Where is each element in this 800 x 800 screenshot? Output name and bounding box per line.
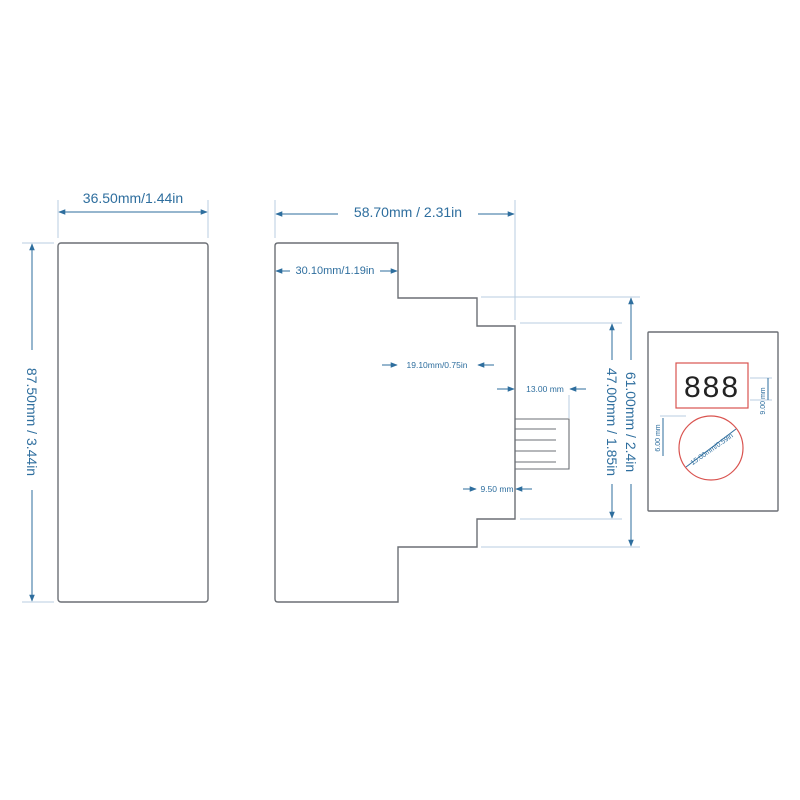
- knob-length-label: 13.00 mm: [526, 384, 564, 394]
- panel-knob-offset-label: 6.00 mm: [655, 424, 662, 451]
- outer-rail-label: 61.00mm / 2.4in: [623, 372, 639, 472]
- inner-rail-label: 47.00mm / 1.85in: [604, 368, 620, 476]
- height-label: 87.50mm / 3.44in: [24, 368, 40, 476]
- knob-diameter-line: [685, 428, 737, 468]
- digit-height-label: 9.00 mm: [760, 387, 767, 414]
- step-depth-label: 19.10mm/0.75in: [407, 360, 468, 370]
- display-window: [675, 362, 749, 409]
- display-panel: 888 9.00 mm 15.00mm/0.59in 6.00 mm: [647, 331, 779, 512]
- side-view: 58.70mm / 2.31in 30.10mm/1.19in 19.10mm/…: [274, 200, 640, 603]
- front-width-label: 36.50mm/1.44in: [83, 190, 183, 206]
- knob-offset-label: 9.50 mm: [480, 484, 513, 494]
- front-view-body: [57, 242, 209, 603]
- display-panel-frame: [647, 331, 779, 512]
- side-knob: [515, 418, 570, 470]
- display-digits: 888: [684, 371, 740, 404]
- side-upper-label: 30.10mm/1.19in: [296, 265, 375, 277]
- front-view: 36.50mm/1.44in 87.50mm / 3.44in: [22, 188, 209, 603]
- side-view-body: [274, 242, 516, 603]
- side-depth-label: 58.70mm / 2.31in: [354, 204, 462, 220]
- knob-circle: [678, 415, 744, 481]
